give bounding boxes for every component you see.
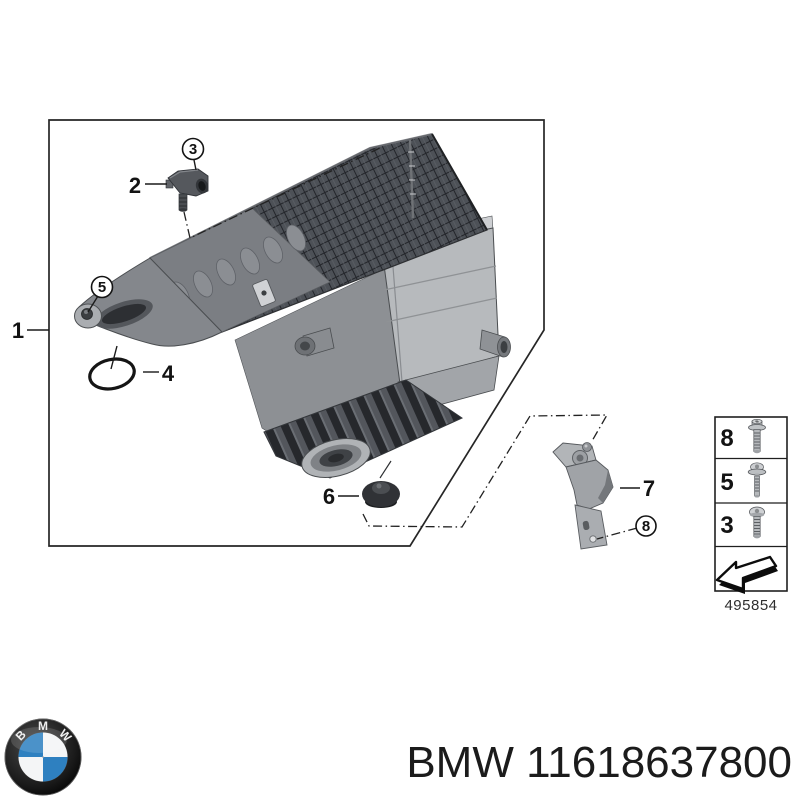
footer: B M W BMW 11618637800 [4,718,792,796]
svg-text:6: 6 [323,484,335,509]
svg-text:5: 5 [720,469,733,496]
bmw-quadrant-white [18,757,43,782]
callout-7: 7 [643,476,655,501]
svg-text:5: 5 [98,279,106,296]
callout-4: 4 [162,361,175,386]
throttle-flange [301,438,371,478]
svg-text:4: 4 [162,361,175,386]
svg-text:8: 8 [720,425,733,452]
part-number-title: BMW 11618637800 [406,738,792,787]
leader-lines [27,146,640,540]
bracket-bolt-hole [589,535,597,543]
pan-head-screw-icon [749,506,765,539]
direction-arrow-icon [715,555,778,594]
svg-text:3: 3 [189,141,197,158]
combi-screw-icon [747,462,767,498]
bmw-quadrant-blue [43,757,68,782]
svg-text:3: 3 [720,512,733,539]
svg-text:8: 8 [642,518,650,535]
legend-row-8: 8 [720,418,766,454]
in-situ-bolt [408,139,416,219]
callout-1: 1 [12,318,24,343]
legend-row-3: 3 [720,506,765,539]
callout-3: 3 [181,137,205,161]
svg-text:2: 2 [129,173,141,198]
bmw-quadrant-white [43,732,68,757]
fastener-legend: 8 5 3 [714,416,788,614]
map-sensor [165,168,209,212]
svg-text:M: M [38,719,48,733]
o-ring [88,357,136,391]
intake-duct-arm [74,257,223,347]
plenum-port [294,327,335,357]
callout-5: 5 [90,275,114,299]
svg-text:7: 7 [643,476,655,501]
mounting-tab [252,279,276,307]
intake-assembly-illustration [74,133,511,479]
support-bracket [552,442,614,550]
bmw-quadrant-blue [18,732,43,757]
callout-8: 8 [635,515,657,537]
callout-2: 2 [129,173,141,198]
callouts: 1 2 3 4 5 6 7 8 [12,137,657,537]
callout-6: 6 [323,484,335,509]
flange-bolt-icon [748,418,766,454]
legend-row-5: 5 [720,462,767,498]
legend-ref-number: 495854 [724,597,777,614]
rubber-mount [362,460,400,508]
flange-bolt [81,308,93,320]
svg-text:1: 1 [12,318,24,343]
bmw-logo: B M W [4,718,82,796]
